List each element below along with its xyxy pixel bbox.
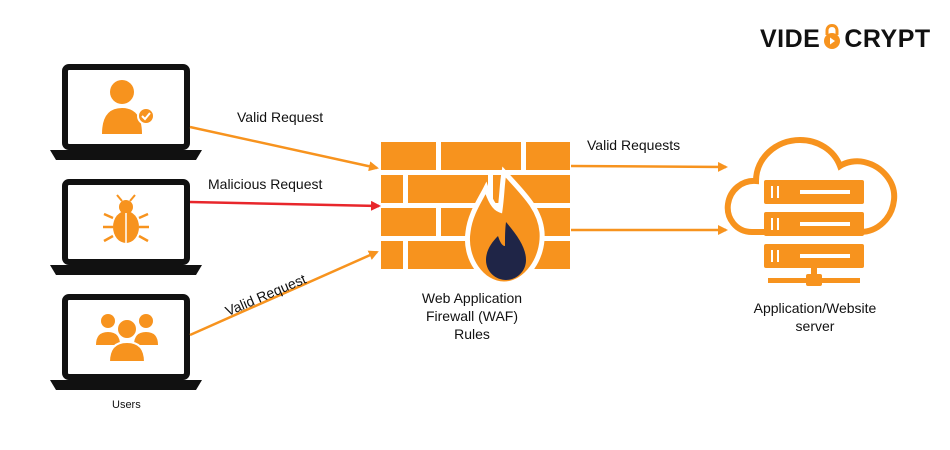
waf-label-line1: Web Application [421,290,523,306]
server-label-line2: server [795,318,835,334]
valid-request-arrow-top [189,125,379,172]
laptop-icon [50,64,202,160]
bug-icon [103,194,149,243]
cloud-server-icon [724,136,898,286]
logo-text-right: CRYPT [844,25,931,53]
valid-request-arrow-bottom [189,250,379,337]
user-group-icon [96,314,158,363]
valid-requests-arrow-top [570,161,728,172]
valid-request-label-top: Valid Request [237,109,324,125]
users-label: Users [112,399,141,411]
server-label: Application/Website server [727,299,903,335]
waf-label: Web Application Firewall (WAF) Rules [391,289,553,343]
malicious-request-arrow [189,200,381,211]
valid-requests-label: Valid Requests [587,137,681,153]
waf-label-line3: Rules [454,326,490,342]
user-check-icon [102,80,155,134]
malicious-request-label: Malicious Request [208,176,323,192]
flame-icon [464,166,545,287]
waf-label-line2: Firewall (WAF) [425,308,519,324]
videocrypt-logo: VIDE CRYPT [760,24,931,54]
padlock-icon [824,24,841,49]
logo-text-left: VIDE [760,25,821,53]
server-label-line1: Application/Website [753,300,877,316]
